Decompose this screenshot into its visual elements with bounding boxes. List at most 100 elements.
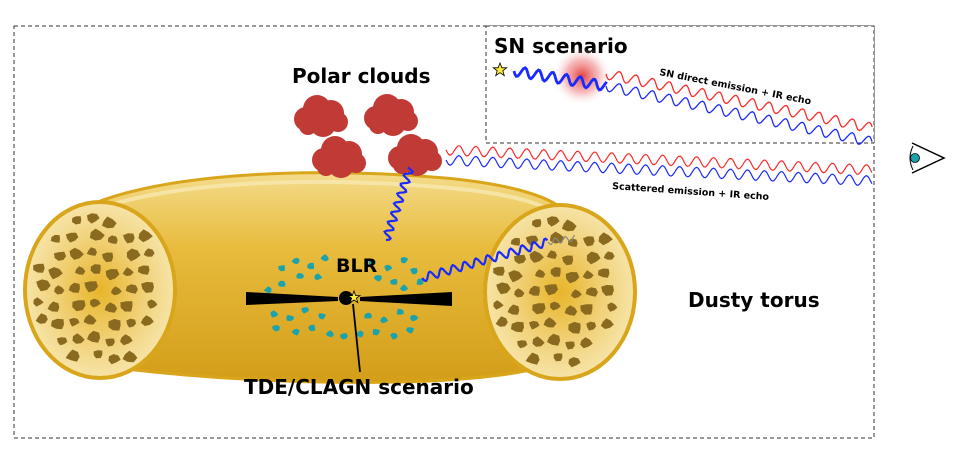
tde-pointer-line xyxy=(352,303,361,373)
polar-clouds-label: Polar clouds xyxy=(292,64,431,88)
dust-grain xyxy=(84,281,98,293)
blr-cloud xyxy=(307,262,314,270)
wave-scattered-red xyxy=(445,145,873,175)
blr-cloud xyxy=(263,286,272,294)
dust-grain xyxy=(550,267,561,277)
blr-cloud xyxy=(390,278,398,285)
blr-cloud xyxy=(384,264,393,272)
dust-grain xyxy=(47,301,60,312)
dust-grain xyxy=(562,255,574,266)
dust-grain xyxy=(141,281,154,293)
dust-grain xyxy=(108,235,118,244)
dust-grain xyxy=(514,288,525,298)
sn-scenario-title: SN scenario xyxy=(494,34,628,58)
dust-grain xyxy=(57,337,68,346)
disk-left-wedge xyxy=(246,292,338,305)
dust-grain xyxy=(529,250,544,263)
dust-grain xyxy=(138,229,153,243)
dust-grain xyxy=(598,232,613,246)
dust-grain xyxy=(83,314,97,325)
dust-grain xyxy=(493,266,505,276)
dust-grain xyxy=(147,299,158,309)
outer-frame xyxy=(13,25,875,439)
sn-glow xyxy=(552,46,612,106)
dust-grain xyxy=(120,334,133,346)
dust-grain xyxy=(601,284,614,296)
eye-icon xyxy=(909,142,946,174)
blr-label: BLR xyxy=(336,255,378,277)
dust-grain xyxy=(108,318,121,331)
dust-grain xyxy=(50,234,60,243)
dust-grain xyxy=(33,297,44,307)
blr-cloud xyxy=(296,272,304,279)
blr-cloud xyxy=(399,284,409,291)
dust-grain xyxy=(495,316,508,327)
dust-grain xyxy=(568,238,578,247)
dust-grain xyxy=(125,284,138,294)
dust-grain xyxy=(89,228,105,241)
dust-grains-right xyxy=(493,216,618,368)
dust-grain xyxy=(72,300,86,312)
dust-grain xyxy=(87,330,101,343)
dust-grain xyxy=(496,282,511,295)
dust-grain xyxy=(580,337,593,349)
dust-grain xyxy=(528,285,540,296)
blr-cloud xyxy=(400,257,409,264)
polar-cloud xyxy=(312,136,366,178)
scattered-label: Scattered emission + IR echo xyxy=(612,181,770,203)
dust-grain xyxy=(510,237,520,246)
blr-cloud xyxy=(372,329,381,336)
dust-grain xyxy=(86,213,100,224)
dust-grain xyxy=(553,353,563,362)
dust-grain xyxy=(126,318,137,328)
dust-grain xyxy=(583,236,595,247)
dust-grain xyxy=(543,317,557,328)
dust-grain xyxy=(565,272,580,284)
dust-grain xyxy=(598,268,610,278)
wave-scattered-blue xyxy=(445,155,873,186)
dust-grain xyxy=(108,354,121,365)
dust-grain xyxy=(72,333,85,344)
dust-grain xyxy=(68,282,80,293)
dust-grain xyxy=(86,247,97,256)
dust-grain xyxy=(75,266,86,275)
blr-cloud xyxy=(380,316,389,324)
wave-sn-source xyxy=(512,66,608,92)
blr-cloud xyxy=(416,278,424,286)
dust-grain xyxy=(570,289,582,299)
dust-grain xyxy=(90,264,101,274)
dust-grain xyxy=(550,301,561,311)
dust-grain xyxy=(565,341,575,350)
blr-cloud xyxy=(286,314,295,322)
dust-grain xyxy=(69,247,84,260)
dust-grain xyxy=(532,303,546,315)
dust-grain xyxy=(514,254,527,264)
blr-cloud xyxy=(320,254,329,262)
wave-blr-to-polar xyxy=(383,166,415,242)
blr-cloud xyxy=(373,275,382,282)
dust-grain xyxy=(603,251,615,260)
dusty-torus xyxy=(23,171,637,384)
dust-grain xyxy=(585,287,598,297)
dust-grain xyxy=(138,265,150,275)
dust-grain xyxy=(600,318,614,329)
dust-grain xyxy=(511,321,524,333)
blr-cloud xyxy=(368,258,376,266)
blr-cloud xyxy=(301,307,310,314)
dust-grain xyxy=(580,304,593,315)
dust-grain xyxy=(93,350,103,359)
dust-grain xyxy=(547,333,561,346)
dusty-torus-label: Dusty torus xyxy=(688,288,820,312)
dust-grain xyxy=(525,352,540,365)
dust-grain xyxy=(535,269,546,278)
dust-grain xyxy=(564,305,578,316)
dust-grain xyxy=(582,270,594,280)
blr-cloud xyxy=(272,325,281,332)
blr-cloud xyxy=(270,310,279,318)
dust-grain xyxy=(35,313,48,324)
dust-grain xyxy=(544,284,558,296)
dust-grain xyxy=(122,350,138,363)
blr-cloud xyxy=(396,308,404,315)
blr-cloud xyxy=(314,273,323,281)
